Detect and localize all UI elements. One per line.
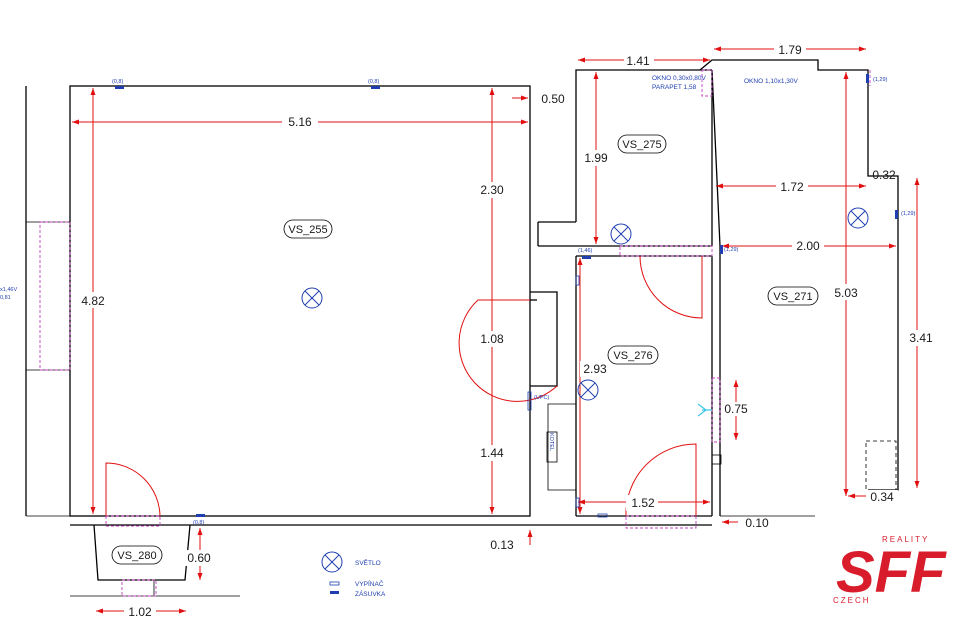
switch-height-129a: (1,29) bbox=[873, 77, 888, 83]
dim-1-41: 1.41 bbox=[626, 54, 650, 68]
room-vs-271: VS_271 bbox=[773, 291, 812, 303]
dim-0-13: 0.13 bbox=[490, 538, 514, 552]
dim-1-52: 1.52 bbox=[631, 496, 655, 510]
light-icon bbox=[847, 207, 869, 229]
room-vs-280: VS_280 bbox=[117, 550, 156, 562]
dimension-labels: 5.16 4.82 2.30 1.08 1.44 0.50 1.41 1.79 … bbox=[78, 42, 933, 619]
dim-1-99: 1.99 bbox=[584, 151, 608, 165]
dim-0-32: 0.32 bbox=[872, 168, 896, 182]
walls bbox=[25, 59, 899, 597]
dim-1-44: 1.44 bbox=[480, 446, 504, 460]
legend-light: SVĚTLO bbox=[355, 558, 381, 567]
room-vs-255: VS_255 bbox=[288, 224, 327, 236]
legend-socket: ZÁSUVKA bbox=[355, 589, 386, 598]
dim-3-41: 3.41 bbox=[909, 331, 933, 345]
window-note-2: OKNO 1,10x1,30V bbox=[744, 78, 798, 85]
openings bbox=[39, 69, 871, 597]
dim-1-08: 1.08 bbox=[480, 332, 504, 346]
switch-height-129b: (1,29) bbox=[901, 211, 916, 217]
dim-0-10: 0.10 bbox=[745, 516, 769, 530]
switch-height-146: (1,46) bbox=[578, 248, 593, 254]
dim-1-02: 1.02 bbox=[128, 605, 152, 619]
left-window-label-b: 0,81 bbox=[0, 295, 11, 301]
upc-label: (UPC) bbox=[534, 395, 549, 401]
room-vs-275: VS_275 bbox=[622, 139, 661, 151]
logo-czech: CZECH bbox=[833, 596, 871, 605]
legend: SVĚTLO VYPÍNAČ ZÁSUVKA bbox=[321, 551, 386, 598]
logo-sff: SFF bbox=[836, 540, 947, 605]
dim-1-72: 1.72 bbox=[780, 180, 804, 194]
legend-switch: VYPÍNAČ bbox=[355, 579, 384, 588]
window-note-1: OKNO 0,30x0,80V bbox=[652, 75, 706, 82]
parapet-note: PARAPET 1,58 bbox=[652, 84, 697, 91]
light-fixtures bbox=[301, 207, 869, 401]
logo-reality: REALITY bbox=[882, 535, 929, 544]
kotel-label: KOTEL bbox=[548, 433, 554, 451]
sff-logo: REALITY SFF CZECH bbox=[833, 535, 947, 605]
electrical-marks: (0,8) (0,8) (0,8) (1,46) (1,29) (1,29) (… bbox=[0, 74, 916, 526]
switch-height-129c: (1,29) bbox=[724, 247, 739, 253]
dim-2-00: 2.00 bbox=[796, 239, 820, 253]
dim-5-16: 5.16 bbox=[288, 115, 312, 129]
dim-0-75: 0.75 bbox=[724, 402, 748, 416]
dim-0-50: 0.50 bbox=[541, 92, 565, 106]
light-icon bbox=[301, 287, 323, 309]
switch-height-1: (0,8) bbox=[112, 79, 123, 85]
dim-5-03: 5.03 bbox=[834, 286, 858, 300]
dim-2-93: 2.93 bbox=[583, 362, 607, 376]
dimension-lines bbox=[72, 46, 920, 614]
left-window-label-a: x1,46V bbox=[0, 287, 17, 293]
room-vs-276: VS_276 bbox=[613, 350, 652, 362]
dim-2-30: 2.30 bbox=[480, 183, 504, 197]
switch-height-2: (0,8) bbox=[368, 79, 379, 85]
room-labels: VS_255 VS_275 VS_276 VS_271 VS_280 bbox=[111, 134, 819, 565]
switch-height-3: (0,8) bbox=[193, 520, 204, 526]
light-icon bbox=[321, 551, 343, 573]
doors bbox=[105, 255, 703, 517]
light-icon bbox=[610, 223, 632, 245]
dim-1-79: 1.79 bbox=[778, 43, 802, 57]
dim-0-60: 0.60 bbox=[187, 551, 211, 565]
dim-0-34: 0.34 bbox=[870, 490, 894, 504]
dim-4-82: 4.82 bbox=[81, 294, 105, 308]
light-icon bbox=[577, 379, 599, 401]
window-notes: OKNO 0,30x0,80V PARAPET 1,58 OKNO 1,10x1… bbox=[652, 75, 798, 91]
